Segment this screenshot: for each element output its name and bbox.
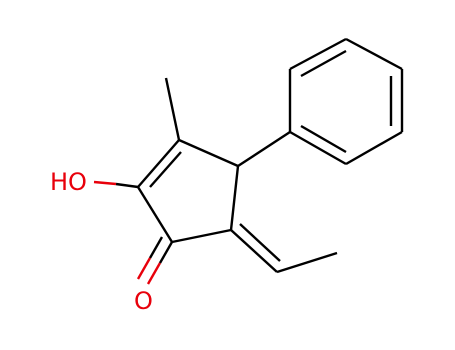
benzene-inner-1 xyxy=(300,49,347,78)
bond-carbonyl-b-oxygen xyxy=(136,257,152,280)
bond-methyl xyxy=(164,77,181,141)
bond-c1-oh-oxygen-half xyxy=(93,180,117,186)
bond-c3-c4 xyxy=(229,165,240,231)
benzene-bond-3 xyxy=(345,37,403,71)
bond-c1-c2 xyxy=(137,139,180,188)
hydroxyl-label: HO xyxy=(50,168,87,196)
bond-ethylidene-a xyxy=(230,229,278,273)
benzene-bond-2 xyxy=(289,37,347,71)
bond-c1-oh-carbon-half xyxy=(115,182,139,189)
bond-carbonyl-a-oxygen xyxy=(146,262,162,285)
bond-carbonyl-a-carbon xyxy=(158,241,174,264)
bond-c5-c1 xyxy=(136,186,174,243)
bond-c2-c3 xyxy=(178,138,239,168)
bond-carbonyl-b-carbon xyxy=(148,236,164,259)
carbonyl-oxygen-label: O xyxy=(134,287,153,315)
bond-c1-c2-double xyxy=(149,151,182,188)
bond-c4-c5 xyxy=(171,228,232,244)
benzene-bond-5 xyxy=(345,130,403,166)
benzene-bond-6 xyxy=(289,130,347,166)
bond-ethylidene-b xyxy=(239,223,281,262)
bond-ethyl-methyl xyxy=(276,251,338,274)
bond-c3-phenyl xyxy=(237,130,291,168)
benzene-inner-3 xyxy=(300,124,347,154)
